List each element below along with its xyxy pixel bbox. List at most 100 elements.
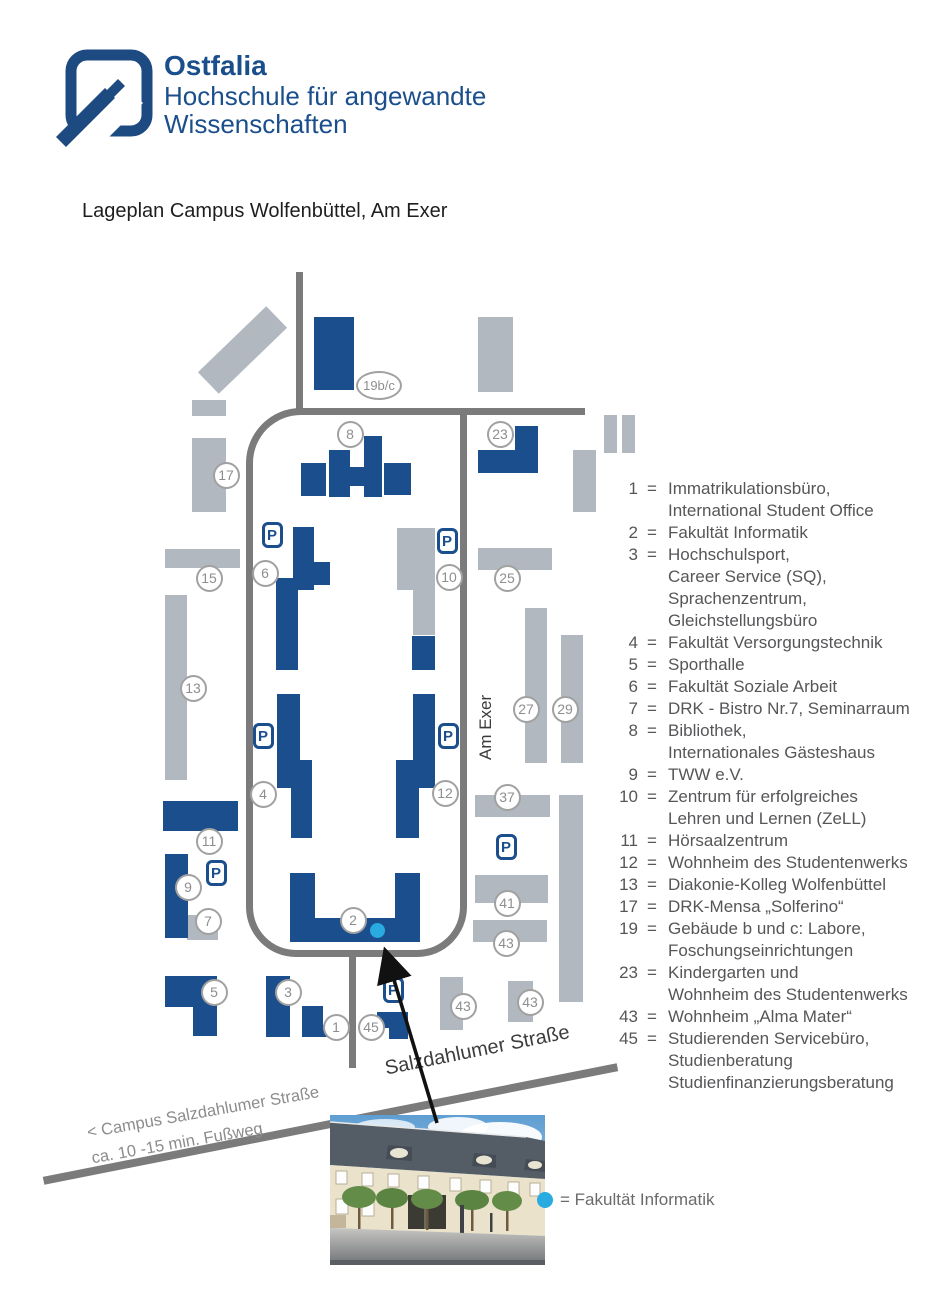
street-label-salzdahlumer: Salzdahlumer Straße	[383, 1021, 572, 1080]
map-marker-9: 9	[174, 873, 202, 901]
legend-entry-6: 6=Fakultät Soziale Arbeit	[612, 676, 942, 698]
map-marker-43: 43	[492, 929, 520, 957]
highlight-legend: = Fakultät Informatik	[537, 1190, 714, 1210]
legend-number: 9	[628, 765, 638, 784]
building-blue	[478, 450, 538, 473]
legend-entry-17: 17=DRK-Mensa „Solferino“	[612, 896, 942, 918]
legend-entry-11: 11 = Hörsaalzentrum	[612, 830, 942, 852]
parking-icon: P	[382, 977, 404, 1003]
legend-text: Hochschulsport, Career Service (SQ), Spr…	[668, 545, 827, 630]
building-gray	[573, 450, 596, 512]
legend: 1 = Immatrikulationsbüro, International St…	[612, 478, 942, 1094]
road-segment	[460, 408, 585, 415]
legend-entry-10: 10=Zentrum für erfolgreiches Lehren und …	[612, 786, 942, 830]
building-blue	[389, 1028, 408, 1039]
building-blue	[364, 436, 382, 497]
legend-number: 10	[619, 787, 638, 806]
building-blue	[163, 801, 238, 831]
building-blue	[276, 578, 298, 670]
legend-equals: =	[647, 919, 657, 938]
map-marker-2: 2	[339, 906, 367, 934]
page-title: Lageplan Campus Wolfenbüttel, Am Exer	[82, 200, 448, 222]
legend-text: Sporthalle	[668, 655, 745, 674]
legend-number: 2	[628, 523, 638, 542]
parking-icon: P	[205, 860, 227, 886]
building-blue	[314, 562, 330, 585]
logo-subtitle-2: Wissenschaften	[164, 109, 348, 139]
building-gray	[525, 608, 547, 763]
legend-equals: =	[647, 479, 657, 498]
map-marker-27: 27	[512, 695, 540, 723]
building-gray	[397, 528, 413, 590]
legend-equals: =	[647, 875, 657, 894]
map-marker-37: 37	[493, 783, 521, 811]
building-blue	[302, 1006, 323, 1037]
legend-entry-3: 3 = Hochschulsport, Career Service (SQ), S…	[612, 544, 942, 632]
road-segment	[296, 272, 303, 412]
building-gray	[559, 795, 583, 1002]
legend-text: Diakonie-Kolleg Wolfenbüttel	[668, 875, 886, 894]
building-blue	[293, 527, 314, 590]
legend-text: Fakultät Informatik	[668, 523, 808, 542]
building-blue	[314, 317, 354, 390]
map-marker-43: 43	[449, 992, 477, 1020]
walking-distance-note: < Campus Salzdahlumer Straße ca. 10 -15 …	[85, 1083, 321, 1168]
map-marker-13: 13	[179, 674, 207, 702]
legend-text: DRK-Mensa „Solferino“	[668, 897, 844, 916]
map-marker-11: 11	[195, 827, 223, 855]
map-marker-15: 15	[195, 564, 223, 592]
legend-number: 11	[620, 831, 638, 850]
legend-equals: =	[647, 853, 657, 872]
legend-equals: =	[647, 897, 657, 916]
building-gray	[604, 415, 617, 453]
campus-photo	[330, 1115, 545, 1265]
map-marker-3: 3	[274, 978, 302, 1006]
legend-entry-12: 12=Wohnheim des Studentenwerks	[612, 852, 942, 874]
map-marker-6: 6	[251, 559, 279, 587]
legend-text: Wohnheim „Alma Mater“	[668, 1007, 852, 1026]
legend-entry-23: 23=Kindergarten und Wohnheim des Student…	[612, 962, 942, 1006]
map-marker-8: 8	[336, 420, 364, 448]
street-label-am-exer: Am Exer	[476, 694, 495, 760]
legend-text: Hörsaalzentrum	[668, 831, 788, 850]
legend-number: 3	[628, 545, 638, 564]
logo-subtitle-1: Hochschule für angewandte	[164, 81, 487, 111]
map-marker-19b/c: 19b/c	[356, 370, 402, 400]
map-marker-10: 10	[435, 563, 463, 591]
building-gray	[622, 415, 635, 453]
map-marker-7: 7	[194, 907, 222, 935]
legend-equals: =	[647, 545, 657, 564]
legend-equals: =	[647, 787, 657, 806]
legend-text: Kindergarten und Wohnheim des Studentenw…	[668, 963, 908, 1004]
ostfalia-logo-icon	[55, 49, 153, 155]
legend-equals: =	[647, 523, 657, 542]
legend-equals: =	[647, 963, 657, 982]
legend-entry-7: 7=DRK - Bistro Nr.7, Seminarraum	[612, 698, 942, 720]
legend-entry-4: 4=Fakultät Versorgungstechnik	[612, 632, 942, 654]
building-blue	[396, 788, 419, 838]
legend-text: Studierenden Servicebüro, Studienberatun…	[668, 1029, 894, 1092]
legend-number: 8	[628, 721, 638, 740]
building-blue	[277, 694, 300, 764]
map-marker-1: 1	[322, 1013, 350, 1041]
building-gray	[165, 549, 240, 568]
legend-text: Immatrikulationsbüro, International Stud…	[668, 479, 874, 520]
legend-text: Wohnheim des Studentenwerks	[668, 853, 908, 872]
legend-number: 1	[628, 479, 638, 498]
legend-entry-2: 2 = Fakultät Informatik	[612, 522, 942, 544]
legend-text: Bibliothek, Internationales Gästeshaus	[668, 721, 875, 762]
logo-wordmark: Ostfalia Hochschule für angewandte Wisse…	[164, 50, 486, 138]
building-blue	[350, 467, 364, 486]
informatik-location-dot	[369, 922, 385, 938]
building-blue	[396, 760, 435, 788]
legend-entry-9: 9=TWW e.V.	[612, 764, 942, 786]
legend-entry-8: 8=Bibliothek, Internationales Gästeshaus	[612, 720, 942, 764]
legend-equals: =	[647, 831, 657, 850]
road-segment	[349, 950, 356, 1068]
parking-icon: P	[495, 834, 517, 860]
building-blue	[329, 450, 350, 497]
logo-name: Ostfalia	[164, 50, 267, 81]
parking-icon: P	[252, 723, 274, 749]
legend-number: 19	[619, 919, 638, 938]
